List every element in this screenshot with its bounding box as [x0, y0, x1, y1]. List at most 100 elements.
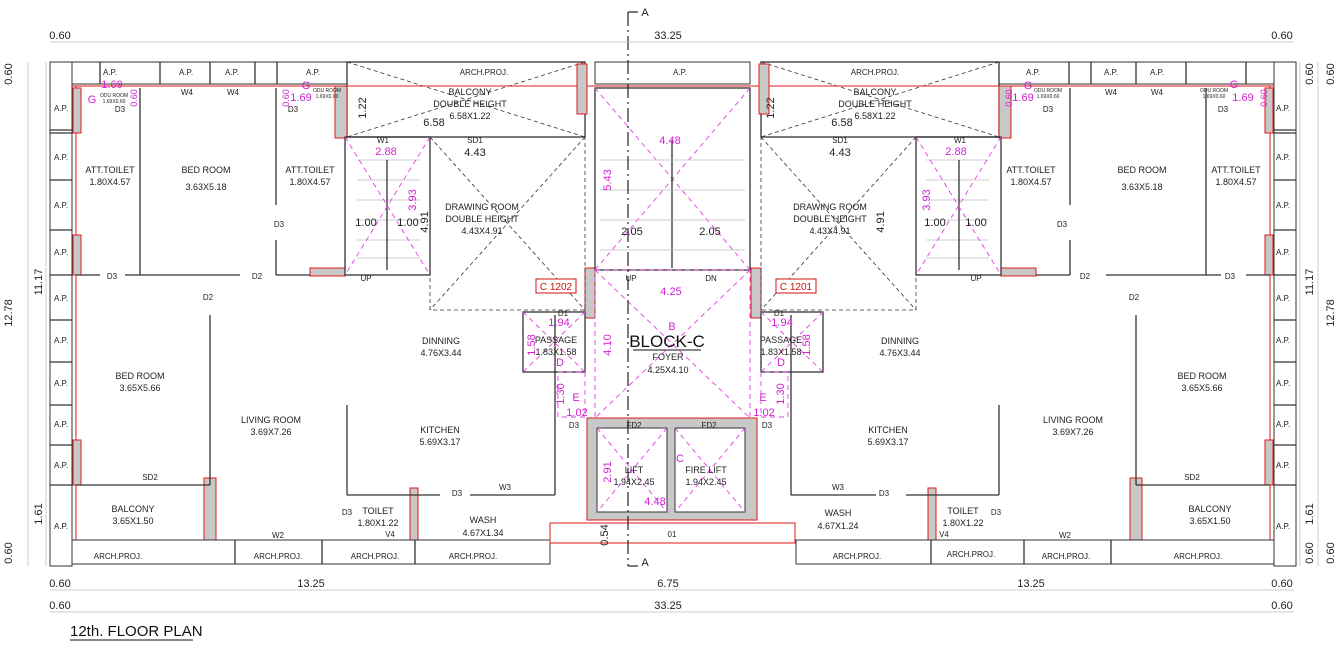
plan-label: 0.60: [1004, 89, 1014, 107]
plan-label: D3: [452, 489, 463, 498]
plan-label: 5.69X3.17: [867, 437, 908, 447]
plan-label: 0.60: [1325, 63, 1336, 84]
plan-label: 11.17: [33, 269, 45, 296]
plan-label: 4.91: [419, 211, 431, 232]
plan-label: 0.54: [599, 524, 611, 545]
plan-label: A.P.: [54, 104, 68, 113]
outer-dimensions: 0.60 33.25 0.60 0.60 13.25 6.75 13.25 0.…: [3, 30, 1336, 612]
plan-label: 2.88: [945, 146, 966, 158]
plan-label: 5.69X3.17: [419, 437, 460, 447]
plan-label: D3: [879, 489, 890, 498]
plan-label: 4.48: [644, 496, 665, 508]
plan-label: 0.60: [1325, 542, 1336, 563]
room-toilet: TOILET: [947, 506, 979, 516]
plan-label: 2.05: [699, 226, 720, 238]
plan-label: W3: [499, 483, 512, 492]
plan-label: 1.00: [355, 217, 376, 229]
plan-label: A.P.: [673, 68, 687, 77]
plan-label: D3: [1057, 220, 1068, 229]
room-passage: PASSAGE: [535, 335, 577, 345]
plan-label: 4.76X3.44: [879, 348, 920, 358]
plan-label: A.P.: [1026, 68, 1040, 77]
plan-label: 1.80X1.22: [357, 518, 398, 528]
core-labels: BLOCK-C FOYER 4.25X4.10 LIFT 1.94X2.45 F…: [535, 278, 817, 487]
plan-label: A.P.: [225, 68, 239, 77]
plan-label: D3: [342, 508, 353, 517]
plan-label: 1.30: [555, 383, 567, 404]
room-living-room: LIVING ROOM: [241, 415, 301, 425]
plan-label: 6.58X1.22: [854, 111, 895, 121]
plan-label: 4.43: [829, 147, 850, 159]
plan-label: ARCH.PROJ.: [1174, 552, 1222, 561]
plan-label: 3.69X7.26: [250, 427, 291, 437]
odu-rooms: 1.69 G ODU ROOM 1.69X0.60 0.60 0.60 G 1.…: [88, 79, 1269, 107]
plan-label: A.P.: [1276, 201, 1290, 210]
plan-label: 1.61: [1304, 503, 1316, 524]
plan-label: 1.94: [771, 317, 792, 329]
plan-label: 0.60: [49, 600, 70, 612]
plan-label: A.P.: [1276, 461, 1290, 470]
plan-label: 1.80X4.57: [1215, 177, 1256, 187]
plan-label: A.P.: [54, 336, 68, 345]
plan-label: W1: [954, 136, 967, 145]
plan-label: ARCH.PROJ.: [947, 550, 995, 559]
plan-label: 1.02: [753, 407, 774, 419]
plan-label: 0.60: [1271, 600, 1292, 612]
plan-label: 6.75: [657, 578, 678, 590]
plan-label: 1.83X1.58: [535, 347, 576, 357]
plan-label: SD2: [1184, 473, 1200, 482]
plan-label: D1: [558, 309, 569, 318]
plan-label: A.P.: [54, 153, 68, 162]
opening-labels: W4 W4 W4 W4 D3 D3 D3 D3 W1 W1 SD1 SD1 D3…: [107, 88, 1236, 540]
room-bed-room: BED ROOM: [115, 371, 164, 381]
plan-label: 6.58: [423, 117, 444, 129]
left-unit-walls: [49, 61, 673, 567]
plan-label: 1.22: [357, 97, 369, 118]
plan-label: 1.83X1.58: [760, 347, 801, 357]
plan-label: 0.60: [49, 30, 70, 42]
plan-label: D2: [252, 272, 263, 281]
plan-label: W4: [1151, 88, 1164, 97]
plan-label: D2: [1129, 293, 1140, 302]
plan-label: UP: [970, 274, 981, 283]
room-balcony-double-height: BALCONY: [448, 87, 491, 97]
room-dinning: DINNING: [422, 336, 460, 346]
plan-label: A.P.: [103, 68, 117, 77]
plan-label: A.P.: [1276, 522, 1290, 531]
plan-label: A.P.: [1276, 379, 1290, 388]
plan-label: 1.00: [924, 217, 945, 229]
plan-label: D2: [203, 293, 214, 302]
plan-label: A.P.: [1276, 104, 1290, 113]
plan-label: A.P.: [54, 461, 68, 470]
room-drawing-room: DRAWING ROOM: [793, 202, 867, 212]
plan-label: A.P.: [306, 68, 320, 77]
plan-label: 3.63X5.18: [185, 182, 226, 192]
plan-label: 1.69: [1012, 92, 1033, 104]
room-bed-room: BED ROOM: [181, 165, 230, 175]
plan-label: 1.69X0.60: [316, 94, 339, 100]
plan-label: 33.25: [654, 30, 682, 42]
core-walls: [549, 11, 796, 567]
plan-label: D3: [288, 105, 299, 114]
plan-label: 1.69: [1232, 92, 1253, 104]
plan-label: E: [572, 392, 579, 404]
plan-label: 4.10: [602, 334, 614, 355]
plan-label: D3: [1043, 105, 1054, 114]
plan-label: D3: [115, 105, 126, 114]
plan-label: ARCH.PROJ.: [1042, 552, 1090, 561]
plan-label: 1.30: [775, 383, 787, 404]
plan-label: 2.05: [621, 226, 642, 238]
plan-label: 1.00: [397, 217, 418, 229]
plan-label: D3: [991, 508, 1002, 517]
room-balcony: BALCONY: [111, 504, 154, 514]
plan-label: V4: [385, 530, 395, 539]
section-marker-top: A: [641, 7, 649, 19]
unit-tag-c1201: C 1201: [780, 282, 813, 293]
block-name: BLOCK-C: [629, 332, 705, 351]
plan-label: A.P.: [1276, 153, 1290, 162]
plan-label: B: [668, 321, 675, 333]
plan-label: 1.69X0.60: [1203, 94, 1226, 100]
plan-label: ARCH.PROJ.: [460, 68, 508, 77]
plan-label: W4: [1105, 88, 1118, 97]
